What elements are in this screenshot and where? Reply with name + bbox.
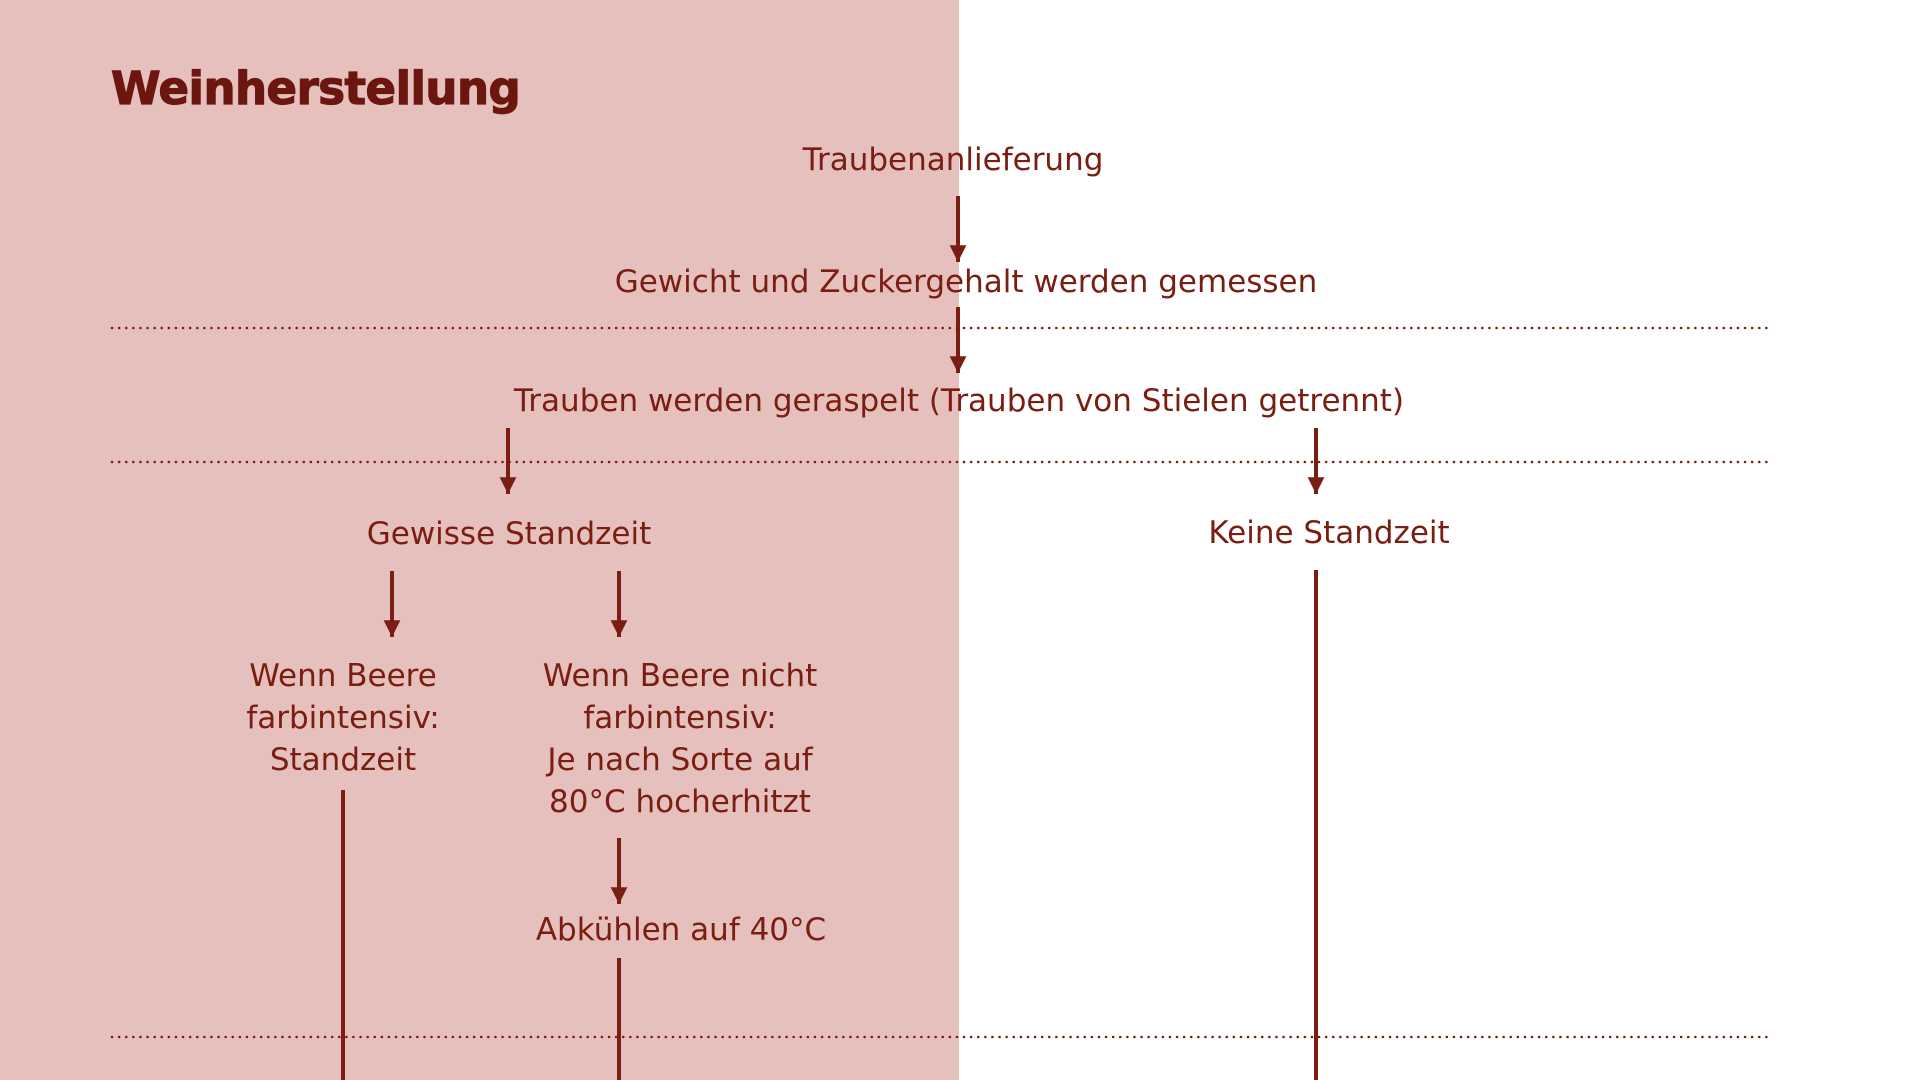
step-grape-delivery: Traubenanlieferung (802, 142, 1104, 178)
step-color-intense-berry: Wenn Beere farbintensiv: Standzeit (246, 655, 439, 781)
left-highlight-panel (0, 0, 959, 1080)
intense-line-1: Wenn Beere (249, 658, 437, 694)
not-intense-line-4: 80°C hocherhitzt (549, 784, 811, 820)
not-intense-line-1: Wenn Beere nicht (542, 658, 818, 694)
page-title: Weinherstellung (110, 61, 521, 115)
step-no-resting-time: Keine Standzeit (1208, 515, 1450, 551)
intense-line-2: farbintensiv: (246, 700, 440, 736)
step-measure-weight-sugar: Gewicht und Zuckergehalt werden gemessen (614, 264, 1318, 300)
step-destemming: Trauben werden geraspelt (Trauben von St… (513, 383, 1405, 419)
step-cool-down: Abkühlen auf 40°C (535, 912, 827, 948)
not-intense-line-2: farbintensiv: (583, 700, 777, 736)
step-not-color-intense-berry: Wenn Beere nicht farbintensiv: Je nach S… (543, 655, 818, 823)
intense-line-3: Standzeit (269, 742, 417, 778)
not-intense-line-3: Je nach Sorte auf (547, 742, 813, 778)
step-some-resting-time: Gewisse Standzeit (366, 516, 652, 552)
